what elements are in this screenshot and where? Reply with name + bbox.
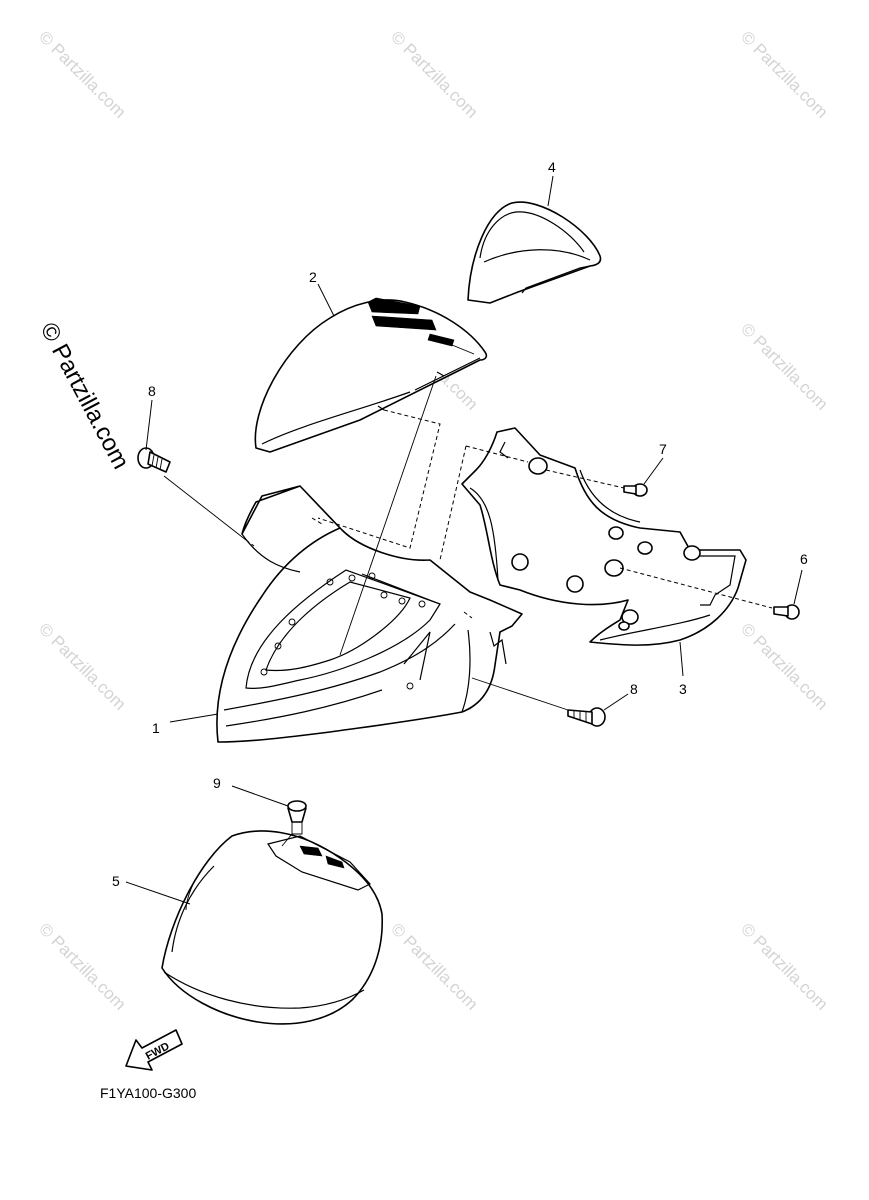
callout-5: 5 (112, 873, 120, 889)
part-4-cover[interactable] (467, 201, 602, 304)
part-8-screw-top[interactable] (137, 447, 171, 473)
callout-8-right: 8 (630, 681, 638, 697)
callout-6: 6 (800, 551, 808, 567)
part-3-inner-panel[interactable] (461, 427, 747, 646)
part-5-fender[interactable] (161, 830, 383, 1025)
assembly-lines (163, 375, 773, 847)
callout-8-top: 8 (148, 383, 156, 399)
diagram-code: F1YA100-G300 (100, 1085, 196, 1101)
watermark-text: © Partzilla.com (737, 919, 831, 1013)
callout-2: 2 (309, 269, 317, 285)
watermark-text: © Partzilla.com (35, 919, 129, 1013)
part-6-bolt[interactable] (773, 604, 800, 620)
part-7-bolt[interactable] (623, 483, 648, 497)
leader-lines (125, 175, 803, 905)
watermark-text: © Partzilla.com (387, 27, 481, 121)
part-1-front-cover[interactable] (216, 485, 523, 743)
watermark-text: © Partzilla.com (35, 619, 129, 713)
callout-7: 7 (659, 441, 667, 457)
part-9-bolt[interactable] (287, 800, 307, 835)
callout-1: 1 (152, 720, 160, 736)
watermark-main: © Partzilla.com (35, 318, 135, 473)
callout-3: 3 (679, 681, 687, 697)
fwd-arrow-icon: FWD (125, 1029, 183, 1071)
callouts: 1 2 3 4 5 6 7 8 8 9 (112, 159, 808, 889)
watermark-text: © Partzilla.com (35, 27, 129, 121)
callout-4: 4 (548, 159, 556, 175)
callout-9: 9 (213, 775, 221, 791)
part-2-panel[interactable] (254, 297, 488, 453)
watermarks: © Partzilla.com © Partzilla.com © Partzi… (35, 27, 832, 1013)
part-8-screw-right[interactable] (567, 707, 606, 727)
fwd-label: FWD (144, 1040, 172, 1062)
watermark-text: © Partzilla.com (737, 27, 831, 121)
watermark-text: © Partzilla.com (387, 919, 481, 1013)
watermark-text: © Partzilla.com (737, 319, 831, 413)
watermark-text: © Partzilla.com (737, 619, 831, 713)
